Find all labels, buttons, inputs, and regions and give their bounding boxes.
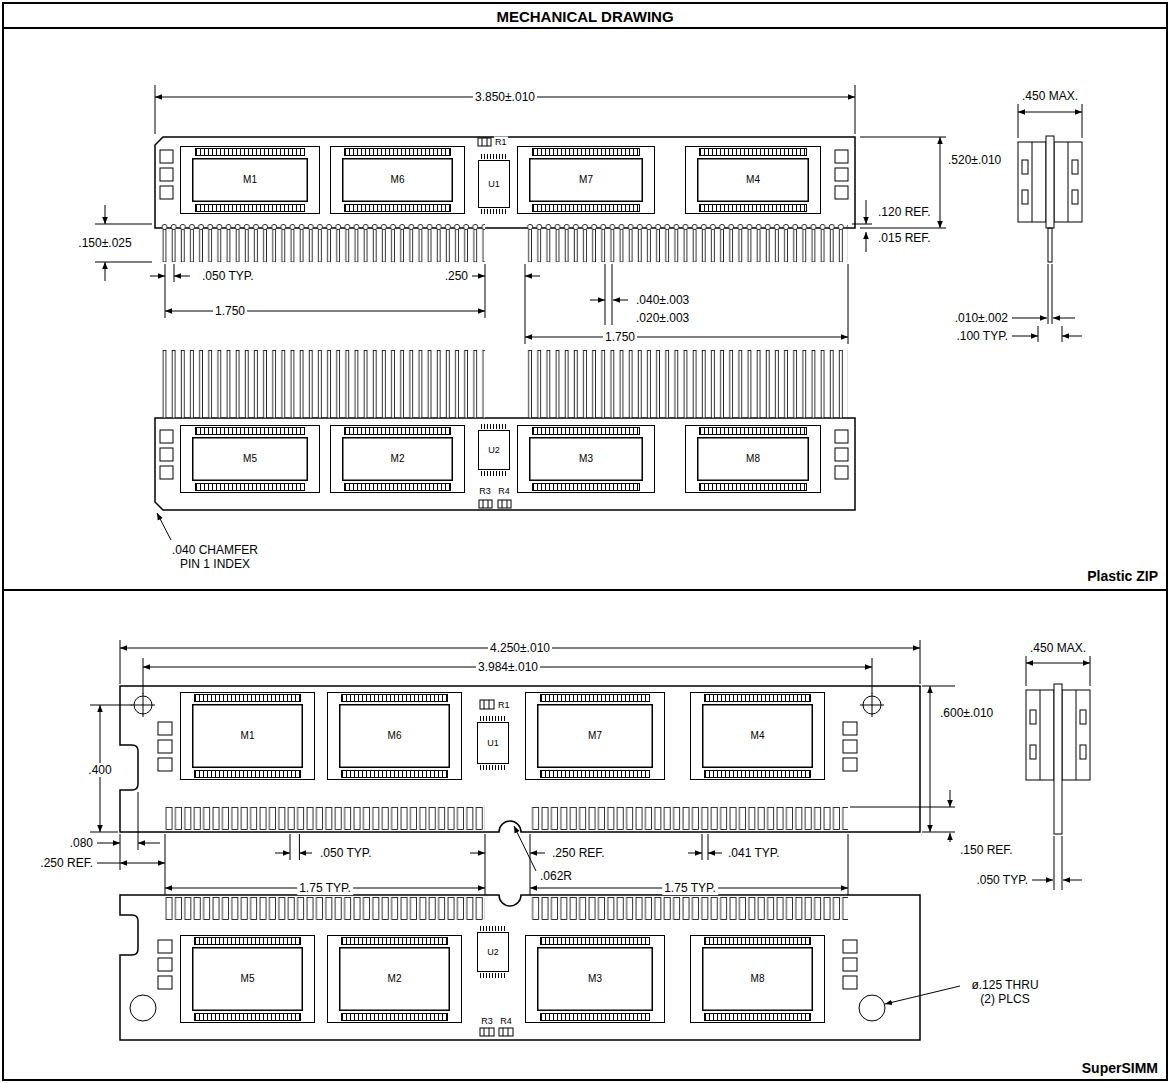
chip-label: M4 (750, 730, 766, 742)
chip-label: M5 (242, 453, 258, 465)
dimension-label: .080 (68, 836, 95, 850)
part-label: R1 (497, 700, 511, 711)
memory-chip: M5 (180, 425, 320, 493)
dimension-label: 1.75 TYP. (662, 881, 718, 895)
memory-chip: M1 (180, 146, 320, 214)
dimension-label: 1.750 (213, 304, 247, 318)
dimension-label: .250 REF. (38, 856, 95, 870)
part-label: R1 (494, 137, 508, 148)
memory-chip: M4 (685, 146, 821, 214)
memory-chip: M2 (330, 425, 465, 493)
dimension-label: .050 TYP. (974, 873, 1030, 887)
note-label: ø.125 THRU (2) PLCS (963, 978, 1047, 1006)
dimension-label: .250 REF. (550, 846, 607, 860)
part-label: R3 (478, 486, 492, 497)
dimension-label: .450 MAX. (1020, 89, 1080, 103)
memory-chip: M3 (517, 425, 655, 493)
memory-chip: M5 (180, 935, 315, 1023)
chip-label: M6 (387, 730, 403, 742)
chip-label: U2 (487, 444, 501, 456)
dimension-label: .050 TYP. (200, 269, 256, 283)
dimension-label: .120 REF. (876, 205, 933, 219)
memory-chip: M8 (685, 425, 821, 493)
logic-ic: U1 (478, 160, 510, 208)
part-label: R3 (480, 1016, 494, 1027)
chip-label: M3 (578, 453, 594, 465)
dimension-label: 1.75 TYP. (297, 881, 353, 895)
dimension-label: .100 TYP. (954, 329, 1010, 343)
memory-chip: M8 (690, 935, 825, 1023)
chip-label: U1 (487, 178, 501, 190)
memory-chip: M6 (327, 692, 462, 780)
chip-label: M6 (390, 174, 406, 186)
dimension-label: .062R (538, 869, 574, 883)
dimension-label: .150 REF. (958, 843, 1015, 857)
chip-label: M8 (745, 453, 761, 465)
dimension-label: .041 TYP. (726, 846, 782, 860)
chip-label: U2 (486, 946, 500, 958)
chip-label: M7 (578, 174, 594, 186)
memory-chip: M2 (327, 935, 462, 1023)
chip-label: M4 (745, 174, 761, 186)
dimension-label: .010±.002 (953, 311, 1010, 325)
view-title: Plastic ZIP (1085, 568, 1160, 585)
dimension-label: .250 (443, 269, 470, 283)
dimension-label: .040±.003 (634, 293, 691, 307)
chip-label: M7 (587, 730, 603, 742)
chip-label: M5 (240, 973, 256, 985)
part-label: R4 (499, 1016, 513, 1027)
logic-ic: U2 (478, 430, 510, 470)
chip-label: M3 (587, 973, 603, 985)
dimension-label: 3.984±.010 (476, 660, 540, 674)
chip-label: M8 (750, 973, 766, 985)
dimension-label: .050 TYP. (318, 846, 374, 860)
logic-ic: U1 (477, 722, 509, 764)
dimension-label: 4.250±.010 (488, 641, 552, 655)
dimension-label: .520±.010 (946, 153, 1003, 167)
drawing-title: MECHANICAL DRAWING (496, 8, 673, 25)
memory-chip: M6 (330, 146, 465, 214)
memory-chip: M1 (180, 692, 315, 780)
chip-label: M2 (390, 453, 406, 465)
memory-chip: M3 (525, 935, 665, 1023)
chip-label: U1 (486, 737, 500, 749)
dimension-label: .015 REF. (876, 231, 933, 245)
note-label: .040 CHAMFER PIN 1 INDEX (163, 543, 267, 571)
dimension-label: 3.850±.010 (473, 90, 537, 104)
dimension-label: .600±.010 (938, 706, 995, 720)
chip-label: M1 (240, 730, 256, 742)
dimension-label: .400 (86, 763, 113, 777)
chip-label: M2 (387, 973, 403, 985)
view-title: SuperSIMM (1080, 1060, 1160, 1077)
dimension-label: .450 MAX. (1028, 641, 1088, 655)
memory-chip: M4 (690, 692, 825, 780)
dimension-label: 1.750 (603, 330, 637, 344)
dimension-label: .020±.003 (634, 311, 691, 325)
chip-label: M1 (242, 174, 258, 186)
dimension-label: .150±.025 (76, 236, 133, 250)
memory-chip: M7 (525, 692, 665, 780)
part-label: R4 (497, 486, 511, 497)
memory-chip: M7 (517, 146, 655, 214)
logic-ic: U2 (477, 932, 509, 972)
